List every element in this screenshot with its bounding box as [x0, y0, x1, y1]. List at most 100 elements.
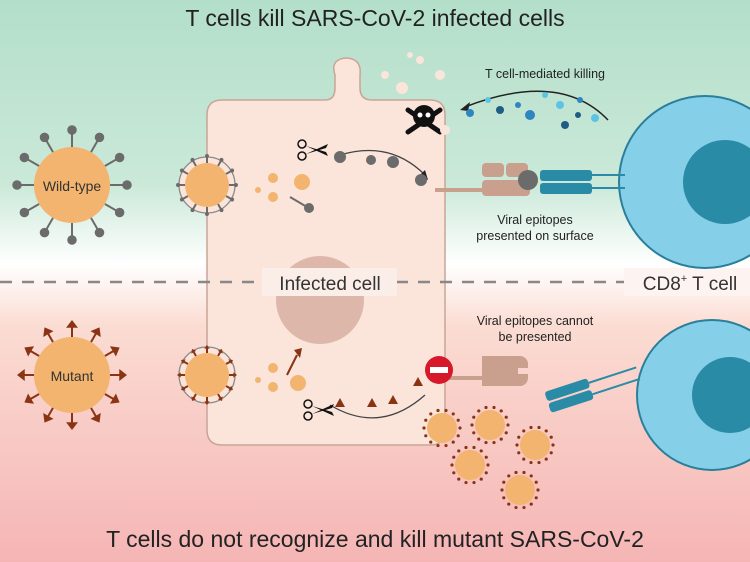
spike-head	[94, 132, 105, 143]
spike	[456, 434, 460, 438]
spike	[492, 440, 496, 445]
spike-head	[181, 359, 186, 365]
epitope	[518, 170, 538, 190]
cytotoxic-granule	[515, 102, 521, 108]
viral-fragment	[268, 173, 278, 183]
scissors-handle	[303, 399, 313, 409]
spike	[472, 445, 476, 450]
virus-body	[475, 410, 505, 440]
viral-fragment	[255, 377, 261, 383]
cell-debris	[435, 70, 445, 80]
viral-fragment	[294, 174, 310, 190]
processing-arrow-bottom	[329, 394, 426, 419]
epitope-peptide	[415, 174, 427, 186]
scissors-blade	[306, 146, 328, 156]
killing-label: T cell-mediated killing	[485, 67, 605, 81]
spike	[529, 460, 533, 465]
scissors-blade	[312, 404, 334, 414]
virus-body	[427, 413, 457, 443]
epitope-peptide	[388, 395, 398, 404]
viral-fragment	[268, 363, 278, 373]
spike	[479, 449, 483, 453]
virus-body	[455, 450, 485, 480]
spike	[515, 443, 519, 447]
released-mutant-virus	[515, 425, 555, 465]
spike-head	[176, 183, 180, 187]
epitope-peptide	[335, 398, 345, 407]
spike-head	[191, 349, 197, 354]
spike-head	[119, 369, 127, 381]
mutant-label: Mutant	[51, 368, 94, 384]
spike	[534, 496, 538, 500]
spike-head	[67, 125, 77, 135]
spike	[458, 426, 462, 430]
spike	[536, 488, 540, 492]
spike	[537, 460, 541, 465]
spike-head	[228, 385, 233, 391]
spike-head	[191, 396, 197, 401]
title-bottom: T cells do not recognize and kill mutant…	[106, 526, 644, 552]
virus-body	[34, 147, 110, 223]
spike-head	[122, 180, 132, 190]
scissors-blade	[312, 406, 334, 416]
released-mutant-virus	[470, 405, 510, 445]
spike-head	[234, 183, 238, 187]
spike-head	[190, 157, 195, 162]
spike	[424, 434, 428, 438]
spike	[529, 425, 533, 430]
block-icon	[425, 356, 453, 384]
scissors-handle	[297, 151, 307, 161]
spike	[551, 443, 555, 447]
spike-fragment-head	[294, 348, 302, 358]
title-top: T cells kill SARS-CoV-2 infected cells	[185, 5, 564, 31]
virus-body	[520, 430, 550, 460]
t-cell-nucleus	[692, 357, 750, 433]
spike-head	[19, 207, 30, 218]
spike-head	[24, 393, 35, 404]
spike	[472, 431, 476, 435]
spike	[484, 405, 488, 410]
spike	[502, 496, 506, 500]
spike	[477, 409, 481, 413]
wild-type-virus	[12, 125, 132, 245]
spike	[504, 415, 508, 419]
spike-head	[114, 152, 125, 163]
spike-head	[177, 372, 181, 378]
spike-head	[109, 346, 120, 357]
spike-fragment-head	[304, 203, 314, 213]
cytotoxic-granule	[575, 112, 581, 118]
virus-body	[185, 163, 229, 207]
spike	[517, 435, 521, 439]
cytotoxic-granule	[542, 92, 548, 98]
spike	[507, 474, 511, 478]
spike	[456, 418, 460, 422]
spike-head	[12, 180, 22, 190]
spike	[452, 471, 456, 475]
virus-body	[505, 475, 535, 505]
spike-head	[179, 197, 184, 202]
viral-fragment	[255, 187, 261, 193]
spike	[522, 505, 526, 510]
spike-head	[205, 212, 209, 216]
released-mutant-virus	[450, 445, 490, 485]
cell-debris	[396, 82, 408, 94]
cell-debris	[416, 56, 424, 64]
t-cell-nucleus	[683, 140, 750, 224]
viral-fragment	[268, 192, 278, 202]
spike	[436, 443, 440, 448]
spike	[499, 409, 503, 413]
cell-debris	[407, 52, 413, 58]
spike	[451, 440, 455, 444]
epitope-peptide	[366, 155, 376, 165]
spike-head	[24, 346, 35, 357]
spike-head	[219, 208, 224, 213]
spike	[549, 451, 553, 455]
spike	[514, 505, 518, 510]
viral-fragment	[290, 375, 306, 391]
spike	[429, 440, 433, 444]
spike-head	[181, 385, 186, 391]
skull-icon	[405, 105, 443, 135]
spike	[422, 426, 426, 430]
spike	[529, 502, 533, 506]
